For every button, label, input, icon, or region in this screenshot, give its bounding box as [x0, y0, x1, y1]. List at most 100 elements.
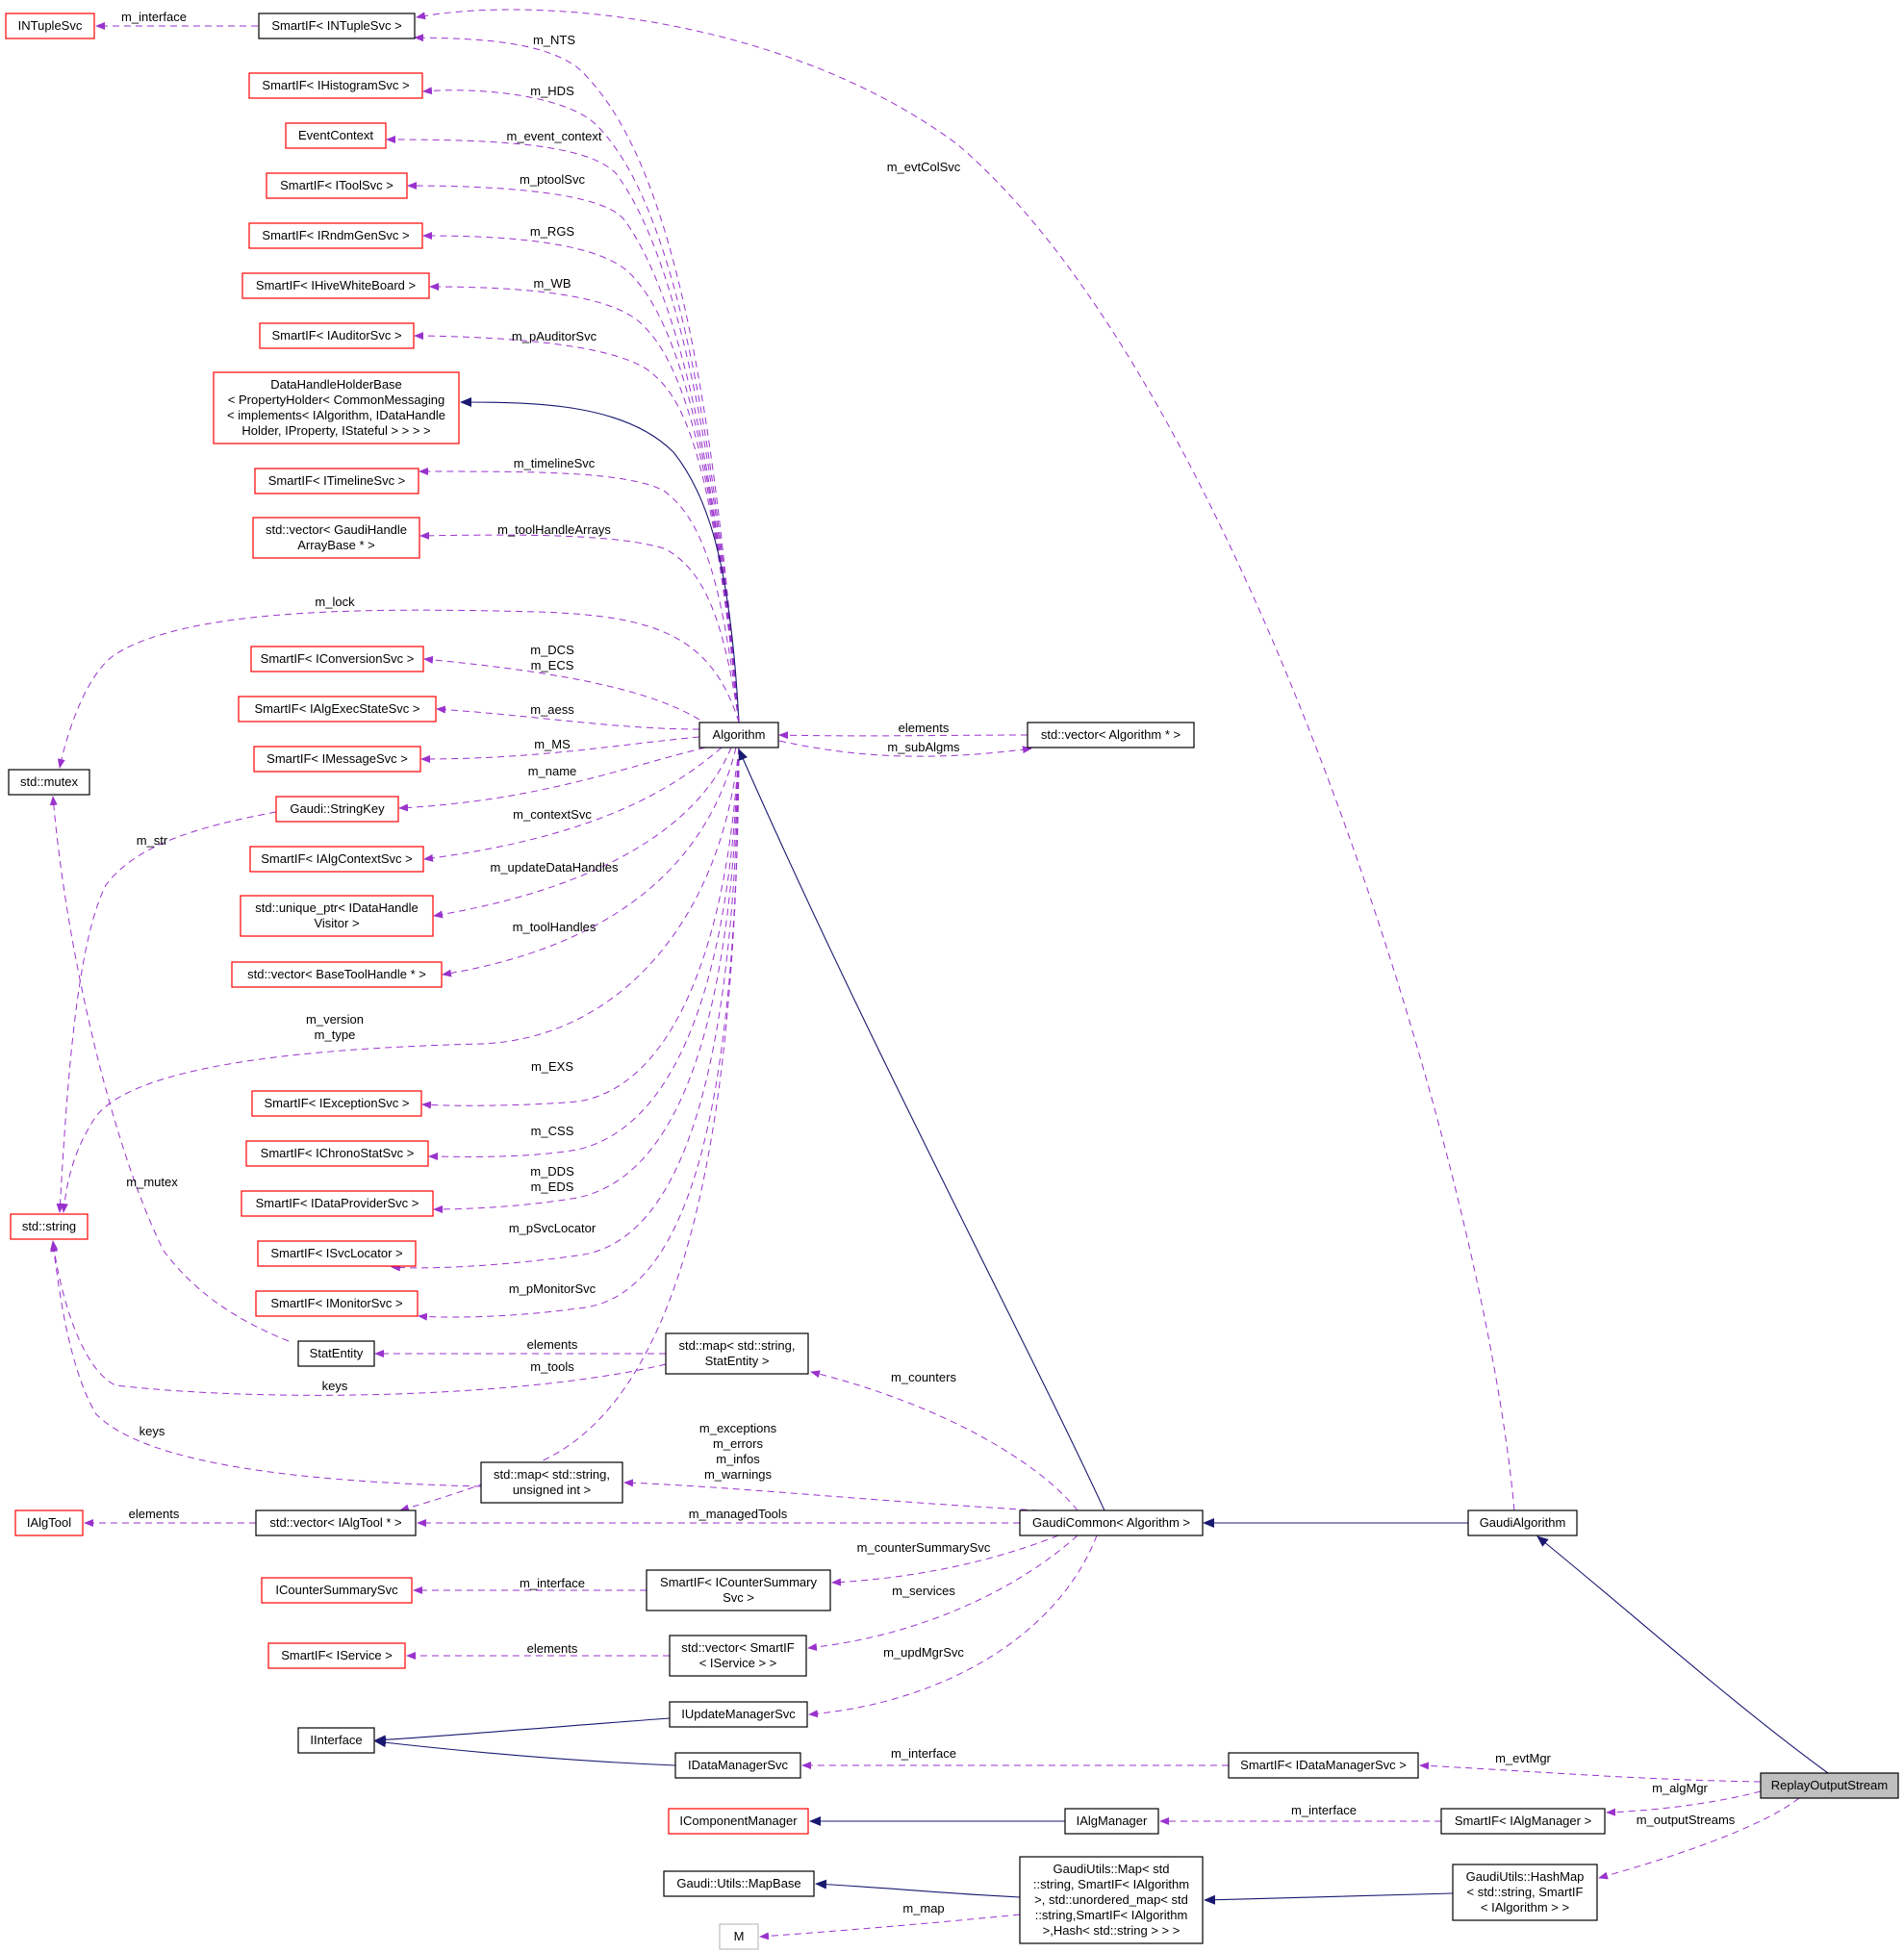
- node-smart-dataprov[interactable]: SmartIF< IDataProviderSvc >: [241, 1190, 434, 1217]
- node-box: [674, 1752, 801, 1779]
- node-box: [248, 222, 423, 249]
- node-label: SmartIF< INTupleSvc >: [271, 18, 401, 33]
- node-label: SmartIF< IAlgManager >: [1455, 1814, 1591, 1828]
- node-smart-exc[interactable]: SmartIF< IExceptionSvc >: [251, 1090, 422, 1117]
- node-label: SmartIF< IDataManagerSvc >: [1240, 1758, 1407, 1772]
- edge-updatedatahandles: [433, 747, 732, 919]
- node-smart-conv[interactable]: SmartIF< IConversionSvc >: [250, 646, 424, 672]
- node-label: < IAlgorithm > >: [1481, 1900, 1569, 1915]
- node-box: [698, 722, 779, 748]
- node-label: StatEntity >: [705, 1354, 770, 1368]
- node-label: std::string: [22, 1219, 76, 1233]
- edge-pmonitorsvc: [418, 747, 740, 1321]
- node-iupdatemanager[interactable]: IUpdateManagerSvc: [669, 1701, 808, 1728]
- node-idatamanager[interactable]: IDataManagerSvc: [674, 1752, 801, 1779]
- node-smart-monitor[interactable]: SmartIF< IMonitorSvc >: [255, 1290, 419, 1317]
- edge-label-m-version-type: m_version: [306, 1012, 364, 1027]
- node-eventcontext[interactable]: EventContext: [285, 122, 387, 149]
- node-smart-hive[interactable]: SmartIF< IHiveWhiteBoard >: [241, 272, 430, 299]
- node-box: [285, 122, 387, 149]
- edge-label-m-dcs-ecs: m_DCS: [530, 643, 574, 657]
- node-box: [669, 1635, 807, 1677]
- edge-label-m-contextsvc: m_contextSvc: [513, 807, 592, 822]
- edge-label-m-evtmgr: m_evtMgr: [1495, 1751, 1551, 1765]
- edge-label-m-hds: m_HDS: [530, 84, 574, 98]
- node-ntuplesvc[interactable]: INTupleSvc: [5, 13, 95, 39]
- edge-label-m-psvclocator: m_pSvcLocator: [509, 1221, 597, 1235]
- node-smart-msg[interactable]: SmartIF< IMessageSvc >: [253, 746, 421, 773]
- node-hashmap[interactable]: GaudiUtils::HashMap< std::string, SmartI…: [1452, 1864, 1598, 1921]
- node-smart-countersummary[interactable]: SmartIF< ICounterSummarySvc >: [646, 1569, 831, 1611]
- node-smart-chrono[interactable]: SmartIF< IChronoStatSvc >: [245, 1140, 429, 1167]
- node-smart-auditor[interactable]: SmartIF< IAuditorSvc >: [259, 322, 415, 349]
- node-box: [254, 468, 419, 495]
- node-vec-smart-iservice[interactable]: std::vector< SmartIF< IService > >: [669, 1635, 807, 1677]
- node-m[interactable]: M: [719, 1923, 759, 1950]
- node-smart-timeline[interactable]: SmartIF< ITimelineSvc >: [254, 468, 419, 495]
- node-icomponentmanager[interactable]: IComponentManager: [668, 1808, 809, 1835]
- node-stringkey[interactable]: Gaudi::StringKey: [275, 796, 399, 823]
- edge-label-m-countersummarysvc: m_counterSummarySvc: [857, 1540, 991, 1555]
- node-box: [719, 1923, 759, 1950]
- node-smart-idatamanager[interactable]: SmartIF< IDataManagerSvc >: [1228, 1752, 1419, 1779]
- node-ialgmanager[interactable]: IAlgManager: [1064, 1808, 1159, 1835]
- node-label: SmartIF< IMonitorSvc >: [270, 1296, 402, 1310]
- node-map-uint[interactable]: std::map< std::string,unsigned int >: [480, 1461, 623, 1504]
- node-replay[interactable]: ReplayOutputStream: [1760, 1772, 1899, 1799]
- node-smart-hist[interactable]: SmartIF< IHistogramSvc >: [248, 72, 423, 99]
- node-gaudialgorithm[interactable]: GaudiAlgorithm: [1467, 1509, 1578, 1536]
- node-box: [231, 961, 443, 988]
- edge-idatamanager-iinterface: [374, 1737, 676, 1766]
- node-iinterface[interactable]: IInterface: [297, 1727, 375, 1754]
- node-label: Holder, IProperty, IStateful > > > >: [241, 423, 430, 438]
- node-smart-ialgmanager[interactable]: SmartIF< IAlgManager >: [1440, 1808, 1606, 1835]
- node-smart-iservice[interactable]: SmartIF< IService >: [267, 1642, 406, 1669]
- node-vec-bth[interactable]: std::vector< BaseToolHandle * >: [231, 961, 443, 988]
- edge-label-m-interface-cs: m_interface: [520, 1576, 585, 1590]
- edges-layer: [49, 9, 1829, 1940]
- nodes-layer: INTupleSvc SmartIF< INTupleSvc > SmartIF< …: [5, 13, 1899, 1950]
- node-vec-alg[interactable]: std::vector< Algorithm * >: [1027, 722, 1195, 748]
- node-ialgtool[interactable]: IAlgTool: [14, 1509, 84, 1536]
- node-box: [297, 1727, 375, 1754]
- node-smart-svcloc[interactable]: SmartIF< ISvcLocator >: [257, 1240, 417, 1267]
- node-gaudicommon[interactable]: GaudiCommon< Algorithm >: [1019, 1509, 1204, 1536]
- node-label: std::vector< IAlgTool * >: [269, 1515, 401, 1530]
- node-mapbase[interactable]: Gaudi::Utils::MapBase: [663, 1870, 815, 1897]
- node-label: < IService > >: [699, 1656, 777, 1670]
- node-icountersummary[interactable]: ICounterSummarySvc: [261, 1577, 413, 1604]
- node-vec-ialgtool[interactable]: std::vector< IAlgTool * >: [255, 1509, 417, 1536]
- node-dhhb[interactable]: DataHandleHolderBase< PropertyHolder< Co…: [213, 371, 460, 444]
- edge-nts: [414, 34, 740, 723]
- edge-label-m-timelinesvc: m_timelineSvc: [514, 456, 596, 470]
- edge-label-m-subalgms: m_subAlgms: [887, 740, 960, 754]
- node-smart-rndm[interactable]: SmartIF< IRndmGenSvc >: [248, 222, 423, 249]
- node-label: SmartIF< IExceptionSvc >: [264, 1096, 409, 1110]
- node-label: SmartIF< ICounterSummary: [660, 1575, 817, 1589]
- node-algorithm[interactable]: Algorithm: [698, 722, 779, 748]
- node-box: [249, 846, 424, 873]
- node-statentity[interactable]: StatEntity: [297, 1340, 375, 1367]
- node-box: [255, 1290, 419, 1317]
- node-label: >,Hash< std::string > > >: [1043, 1923, 1180, 1938]
- node-label: IAlgTool: [27, 1515, 71, 1530]
- node-smart-tool[interactable]: SmartIF< IToolSvc >: [266, 172, 408, 199]
- node-label: SmartIF< ISvcLocator >: [270, 1246, 402, 1260]
- node-smart-ntuple[interactable]: SmartIF< INTupleSvc >: [258, 13, 416, 39]
- node-mutex[interactable]: std::mutex: [8, 769, 90, 796]
- node-box: [668, 1808, 809, 1835]
- edge-wb: [429, 283, 740, 723]
- node-map-statentity[interactable]: std::map< std::string,StatEntity >: [665, 1332, 809, 1375]
- node-label: SmartIF< IHistogramSvc >: [262, 78, 409, 92]
- edge-toolhandlearrays: [419, 531, 740, 723]
- node-box: [261, 1577, 413, 1604]
- node-smart-algctx[interactable]: SmartIF< IAlgContextSvc >: [249, 846, 424, 873]
- edge-tools: [399, 747, 740, 1512]
- node-label: std::vector< Algorithm * >: [1041, 727, 1180, 742]
- node-string[interactable]: std::string: [10, 1213, 89, 1240]
- node-smart-algexec[interactable]: SmartIF< IAlgExecStateSvc >: [238, 696, 437, 723]
- node-gaudimap[interactable]: GaudiUtils::Map< std::string, SmartIF< I…: [1019, 1856, 1204, 1944]
